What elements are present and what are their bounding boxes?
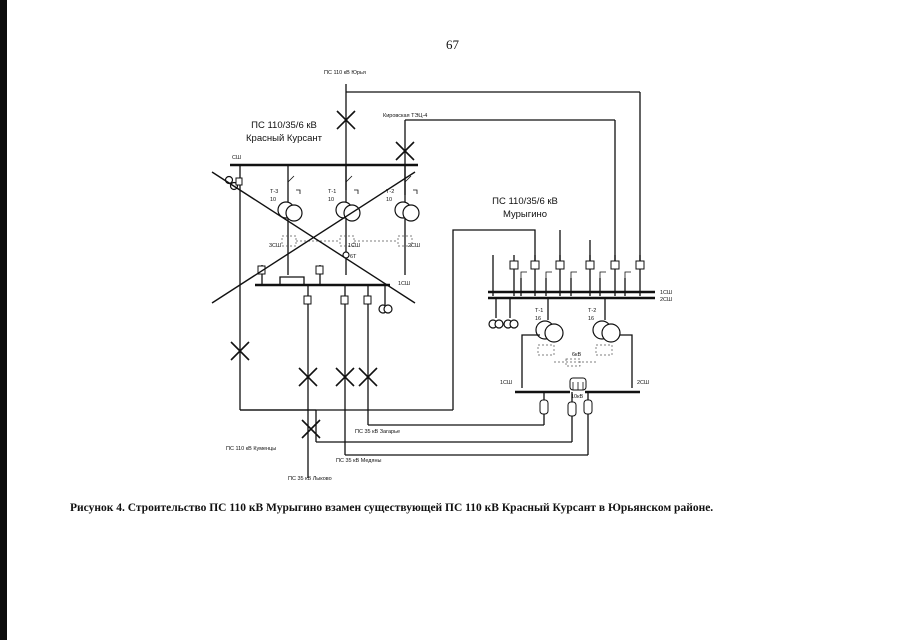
new-transformer-t2: Т-2 16: [588, 308, 621, 343]
label-old-1sh: 1СШ: [398, 281, 410, 287]
svg-text:10: 10: [270, 197, 276, 203]
new-110kv-bays: [492, 255, 645, 296]
svg-text:Т-2: Т-2: [588, 308, 596, 314]
new-substation: ПС 110/35/6 кВ Мурыгино: [488, 92, 672, 455]
dismantle-mark-kirov: [395, 141, 415, 161]
label-zagarie: ПС 35 кВ Загарье: [355, 429, 400, 435]
label-kurenci: ПС 110 кВ Куменцы: [226, 446, 276, 452]
new-substation-name: Мурыгино: [503, 209, 547, 220]
svg-text:16: 16: [535, 316, 541, 322]
label-yuria: ПС 110 кВ Юрья: [324, 70, 366, 76]
cell-lyvovo: [567, 401, 577, 417]
label-new-low-2sh: 2СШ: [637, 380, 649, 386]
dismantle-mark-lyvovo-2: [301, 419, 321, 439]
page-number: 67: [446, 37, 459, 52]
label-6kv: 6кВ: [572, 352, 581, 358]
svg-text:16: 16: [588, 316, 594, 322]
cell-medyany: [583, 399, 593, 415]
figure-caption: Рисунок 4. Строительство ПС 110 кВ Мурыг…: [70, 502, 714, 514]
line-kurenci-to-new: [452, 229, 536, 410]
svg-text:10: 10: [386, 197, 392, 203]
dismantle-mark-zagarie: [358, 367, 378, 387]
svg-text:Т-1: Т-1: [328, 189, 336, 195]
dismantle-mark-kurenci: [230, 341, 250, 361]
transformer-t1: Т-1 10: [328, 189, 361, 222]
svg-text:Т-2: Т-2: [386, 189, 394, 195]
label-medyany: ПС 35 кВ Медяны: [336, 458, 382, 464]
old-left-switch: [235, 177, 243, 186]
new-substation-title: ПС 110/35/6 кВ: [492, 196, 558, 207]
label-lyvovo: ПС 35 кВ Лыково: [288, 476, 332, 482]
dismantle-mark-medyany: [335, 367, 355, 387]
transformer-t3: Т-3 10: [270, 189, 303, 222]
dismantle-x-line-2: [211, 171, 416, 304]
cell-zagarie: [539, 399, 549, 415]
substation-schematic: ПС 110/35/6 кВ Красный Курсант ПС 110 кВ…: [211, 70, 672, 482]
label-new-1sh: 1СШ: [660, 290, 672, 296]
page-edge-bar: [0, 0, 7, 640]
label-new-low-1sh: 1СШ: [500, 380, 512, 386]
transformer-t2: Т-2 10: [386, 189, 420, 222]
dismantle-mark-yuria: [336, 110, 356, 130]
svg-text:10: 10: [328, 197, 334, 203]
t2-to-low-bus: [620, 334, 633, 388]
dismantle-mark-lyvovo-1: [298, 367, 318, 387]
old-substation-title: ПС 110/35/6 кВ: [251, 120, 317, 131]
label-old-3sh: 3СШ: [269, 243, 281, 249]
new-transformer-t1: Т-1 16: [535, 308, 564, 343]
label-old-6t: 6Т: [350, 254, 357, 260]
label-old-sec-1sh: 1СШ: [348, 243, 360, 249]
old-substation: ПС 110/35/6 кВ Красный Курсант ПС 110 кВ…: [211, 70, 640, 482]
label-old-sh: СШ: [232, 155, 241, 161]
svg-text:Т-1: Т-1: [535, 308, 543, 314]
label-new-2sh: 2СШ: [660, 297, 672, 303]
label-kirov-tec: Кировская ТЭЦ-4: [383, 113, 427, 119]
label-old-2sh: 2СШ: [408, 243, 420, 249]
t1-to-low-bus: [521, 334, 540, 388]
svg-text:Т-3: Т-3: [270, 189, 278, 195]
label-sectional-switch: 10кВ: [571, 394, 584, 400]
old-substation-name: Красный Курсант: [246, 133, 323, 144]
